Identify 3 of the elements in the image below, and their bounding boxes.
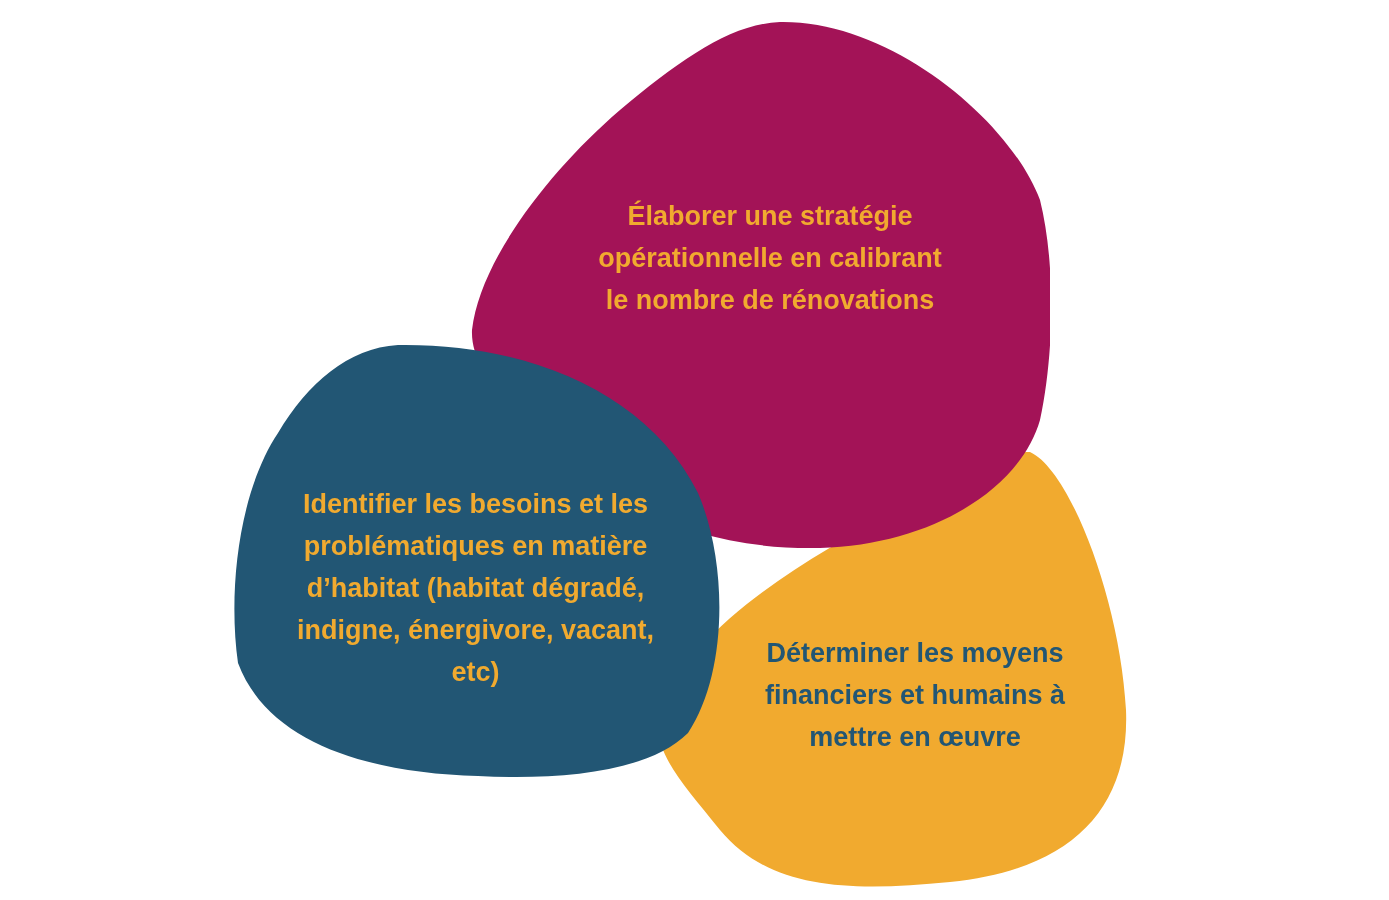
blob-text: Identifier les besoins et les problématiques en matière d’habitat (habitat dégradé, indigne, énergivore, vacant, etc) [295, 488, 656, 689]
blob-text: Déterminer les moyens financiers et humains à mettre en œuvre [763, 637, 1067, 754]
blob-text: Élaborer une stratégie opérationnelle en calibrant le nombre de rénovations [597, 199, 943, 317]
